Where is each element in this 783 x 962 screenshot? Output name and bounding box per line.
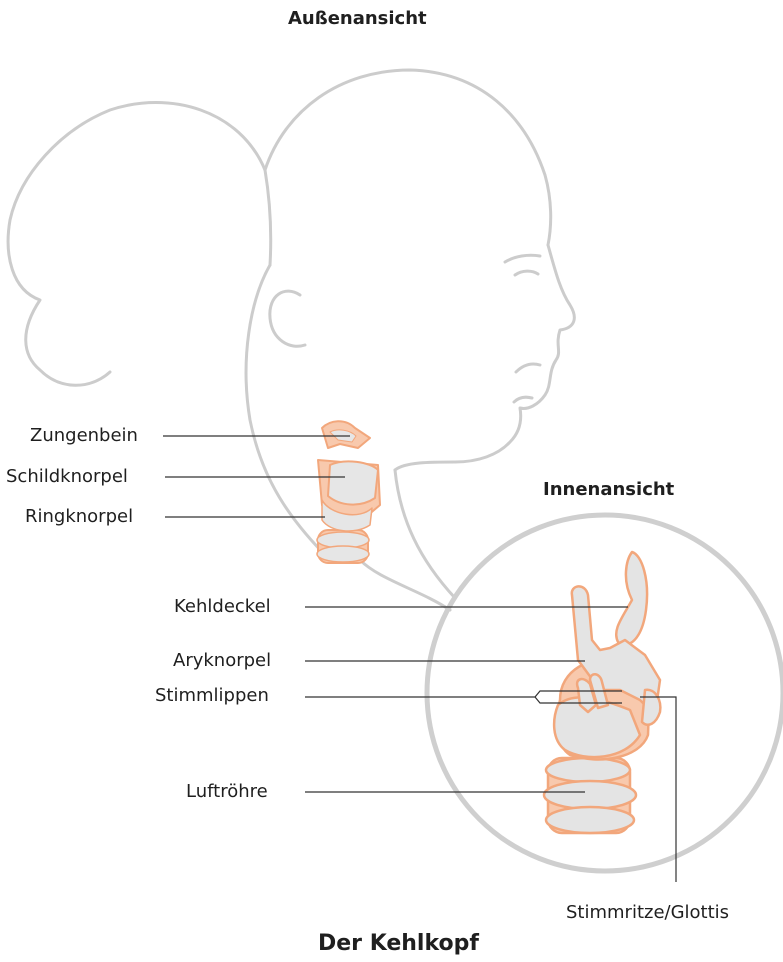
label-stimmlippen: Stimmlippen xyxy=(155,686,269,706)
outer-view-title: Außenansicht xyxy=(288,9,427,29)
label-glottis: Stimmritze/Glottis xyxy=(566,903,729,923)
label-schildknorpel: Schildknorpel xyxy=(6,467,128,487)
head-outline xyxy=(8,70,574,610)
inner-larynx xyxy=(544,552,660,833)
inner-view-title: Innenansicht xyxy=(543,480,674,500)
label-zungenbein: Zungenbein xyxy=(30,426,138,446)
label-luftroehre: Luftröhre xyxy=(186,782,268,802)
label-ringknorpel: Ringknorpel xyxy=(25,507,133,527)
label-aryknorpel: Aryknorpel xyxy=(173,651,271,671)
outer-larynx xyxy=(317,421,380,563)
label-kehldeckel: Kehldeckel xyxy=(174,597,271,617)
diagram-caption: Der Kehlkopf xyxy=(318,931,479,957)
